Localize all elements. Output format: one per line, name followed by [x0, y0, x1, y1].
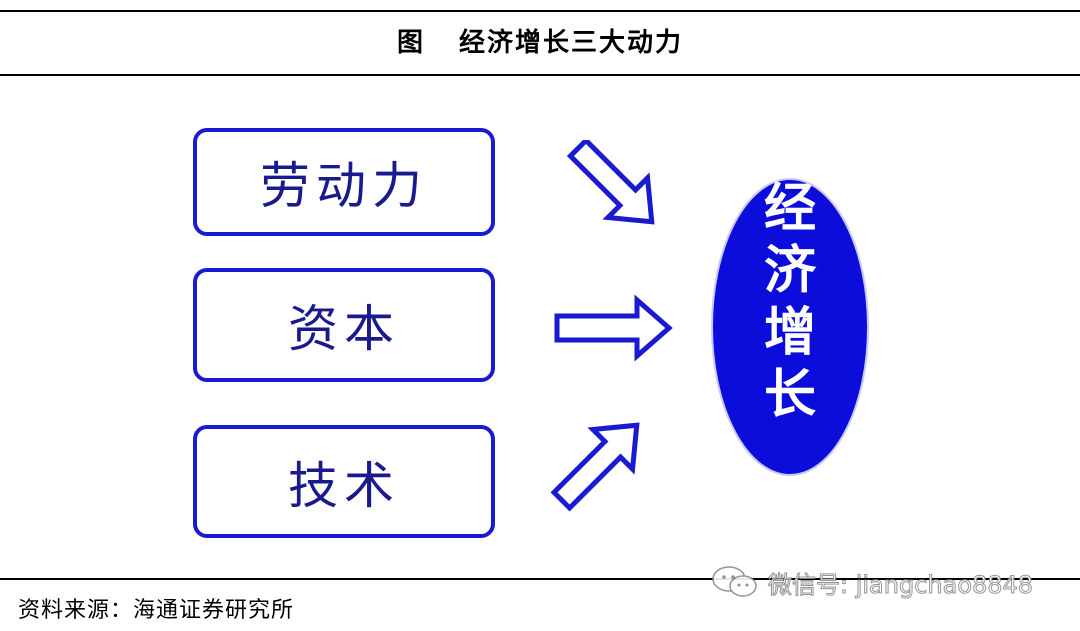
input-box-capital: 资本 [193, 268, 495, 382]
watermark-text: 微信号: jiangchao8848 [767, 570, 1034, 599]
input-box-technology: 技术 [193, 425, 495, 538]
wechat-icon [712, 566, 757, 597]
input-label-labor: 劳动力 [260, 157, 428, 215]
output-label: 经 济 增 长 [740, 178, 840, 426]
arrow-up-right-icon [550, 422, 640, 512]
output-char-4: 长 [763, 364, 816, 425]
input-box-labor: 劳动力 [193, 128, 495, 236]
figure-label: 图 [396, 28, 425, 58]
arrow-right-icon [554, 294, 673, 362]
input-label-technology: 技术 [288, 456, 400, 515]
title-rule [0, 74, 1080, 76]
output-char-2: 济 [763, 240, 816, 301]
figure-title-text: 经济增长三大动力 [459, 28, 684, 58]
arrows-group [550, 140, 673, 512]
bottom-rule [0, 578, 1080, 580]
output-char-1: 经 [763, 178, 816, 239]
figure-title: 图 经济增长三大动力 [0, 22, 1080, 59]
watermark: 微信号: jiangchao8848 [710, 564, 1034, 600]
output-char-3: 增 [763, 302, 816, 363]
source-note: 资料来源：海通证券研究所 [18, 598, 295, 623]
arrow-down-right-icon [566, 140, 655, 225]
top-rule [0, 10, 1080, 12]
input-label-capital: 资本 [288, 300, 400, 358]
